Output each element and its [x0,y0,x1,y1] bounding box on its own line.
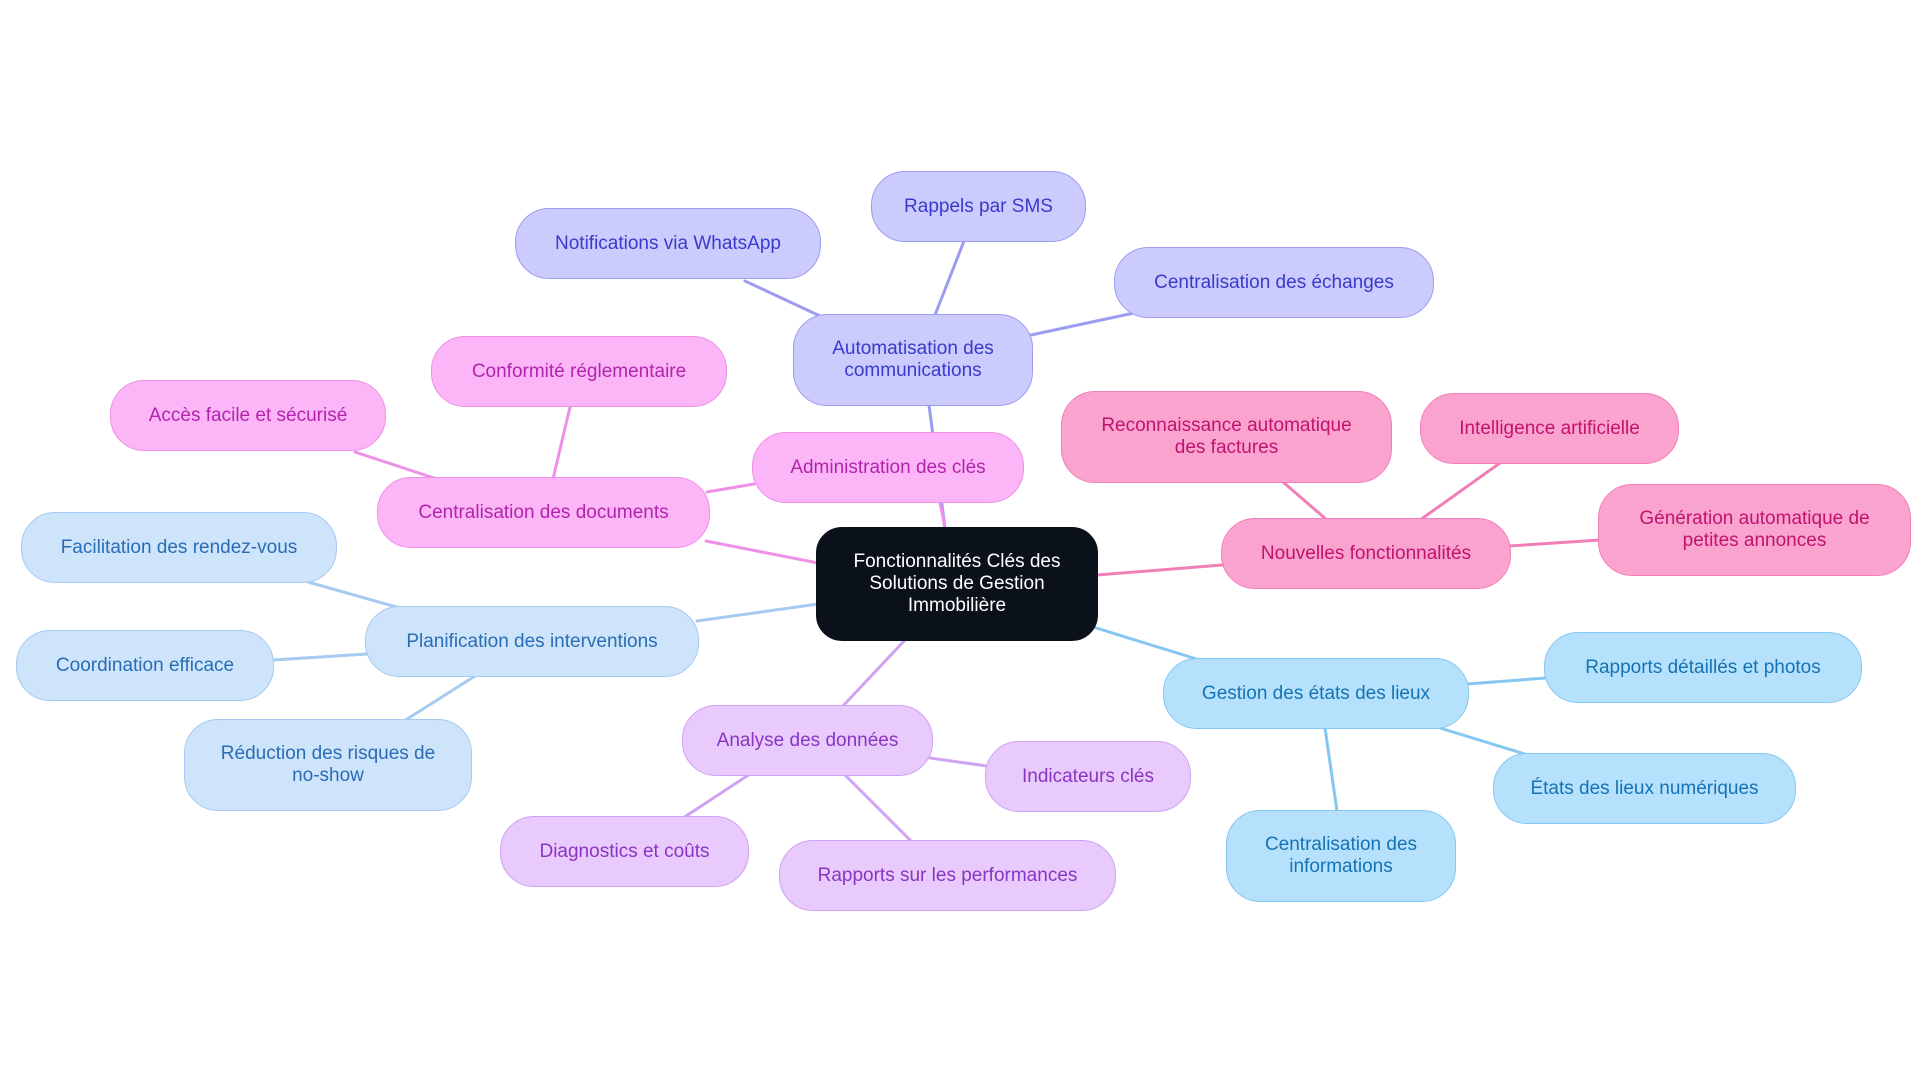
edge-automatisation-echanges [1029,311,1136,337]
edge-gestion-informations [1323,726,1339,813]
leaf-facilitation-rendez-vous[interactable]: Facilitation des rendez-vous [21,512,337,583]
edge-planification-no-show [402,674,477,723]
branch-administration-cles[interactable]: Administration des clés [752,432,1024,503]
edge-nouvelles-ia [1418,461,1502,522]
edge-root-analyse [840,638,907,709]
root-node[interactable]: Fonctionnalités Clés des Solutions de Ge… [816,527,1098,641]
edge-root-documents [704,539,820,565]
leaf-centralisation-echanges[interactable]: Centralisation des échanges [1114,247,1434,318]
leaf-rapports-performances[interactable]: Rapports sur les performances [779,840,1116,911]
edge-root-administration [938,500,947,530]
edge-automatisation-sms [933,239,966,317]
leaf-centralisation-informations[interactable]: Centralisation des informations [1226,810,1456,902]
edge-analyse-diagnostics [681,772,752,820]
edge-documents-acces [353,450,442,482]
leaf-conformite-reglementaire[interactable]: Conformité réglementaire [431,336,727,407]
branch-analyse-donnees[interactable]: Analyse des données [682,705,933,776]
leaf-notifications-whatsapp[interactable]: Notifications via WhatsApp [515,208,821,279]
edge-planification-coordination [271,652,369,662]
edge-analyse-performances [843,773,914,844]
leaf-acces-facile-securise[interactable]: Accès facile et sécurisé [110,380,386,451]
branch-centralisation-documents[interactable]: Centralisation des documents [377,477,710,548]
branch-gestion-etats-lieux[interactable]: Gestion des états des lieux [1163,658,1469,729]
leaf-diagnostics-couts[interactable]: Diagnostics et coûts [500,816,749,887]
edge-documents-conformite [551,405,572,481]
leaf-rappels-sms[interactable]: Rappels par SMS [871,171,1086,242]
leaf-reconnaissance-factures[interactable]: Reconnaissance automatique des factures [1061,391,1392,483]
edge-gestion-numeriques [1438,726,1530,757]
leaf-reduction-no-show[interactable]: Réduction des risques de no-show [184,719,472,811]
edge-root-gestion [1091,625,1205,663]
edge-root-planification [695,602,820,623]
edge-nouvelles-annonces [1507,538,1602,548]
leaf-indicateurs-cles[interactable]: Indicateurs clés [985,741,1191,812]
branch-planification-interventions[interactable]: Planification des interventions [365,606,699,677]
leaf-generation-annonces[interactable]: Génération automatique de petites annonc… [1598,484,1911,576]
edge-automatisation-whatsapp [743,279,822,318]
branch-nouvelles-fonctionnalites[interactable]: Nouvelles fonctionnalités [1221,518,1511,589]
edge-root-nouvelles [1095,563,1224,577]
edge-planification-rendez-vous [306,580,402,610]
edge-gestion-rapports [1465,676,1548,686]
leaf-intelligence-artificielle[interactable]: Intelligence artificielle [1420,393,1679,464]
edge-nouvelles-factures [1281,480,1329,522]
edge-documents-administration [705,482,756,494]
leaf-etats-lieux-numeriques[interactable]: États des lieux numériques [1493,753,1796,824]
leaf-rapports-detailles-photos[interactable]: Rapports détaillés et photos [1544,632,1862,703]
leaf-coordination-efficace[interactable]: Coordination efficace [16,630,274,701]
branch-automatisation-communications[interactable]: Automatisation des communications [793,314,1033,406]
edge-analyse-indicateurs [928,756,989,768]
